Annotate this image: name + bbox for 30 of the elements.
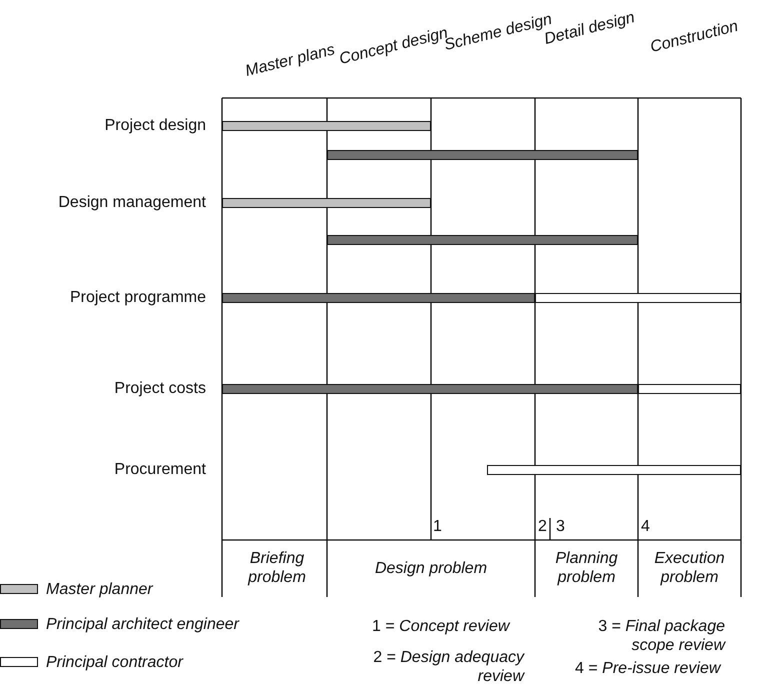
stage-label: Briefing problem: [246, 549, 307, 587]
review-number: 1: [433, 517, 442, 536]
row-label: Design management: [57, 193, 206, 212]
stage-label: Design problem: [374, 559, 488, 578]
gantt-bar: [535, 293, 741, 303]
key-text: 2 = Design adequacy review: [372, 648, 524, 686]
gantt-bar: [327, 235, 638, 245]
review-number: 2: [538, 517, 547, 536]
legend-label: Principal contractor: [46, 653, 183, 672]
legend-label: Master planner: [46, 580, 153, 599]
gantt-bar: [327, 150, 638, 160]
key-text: 3 = Final package scope review: [597, 617, 725, 655]
stage-label: Execution problem: [653, 549, 726, 587]
key-text: 4 = Pre-issue review: [575, 659, 720, 678]
gantt-bar: [222, 198, 431, 208]
review-number: 4: [641, 517, 650, 536]
row-label: Project design: [104, 116, 206, 135]
row-label: Project programme: [68, 288, 206, 307]
row-label: Project costs: [113, 379, 206, 398]
review-number: 3: [556, 517, 565, 536]
gantt-bar: [222, 121, 431, 131]
row-label: Procurement: [113, 460, 206, 479]
legend-label: Principal architect engineer: [46, 615, 239, 634]
gantt-bar: [222, 384, 638, 394]
key-text: 1 = Concept review: [372, 617, 510, 636]
gantt-bar: [638, 384, 741, 394]
phase-heading: Master plans: [243, 40, 337, 81]
gantt-bar: [487, 465, 741, 475]
gantt-bar: [222, 293, 535, 303]
stage-label: Planning problem: [554, 549, 619, 587]
